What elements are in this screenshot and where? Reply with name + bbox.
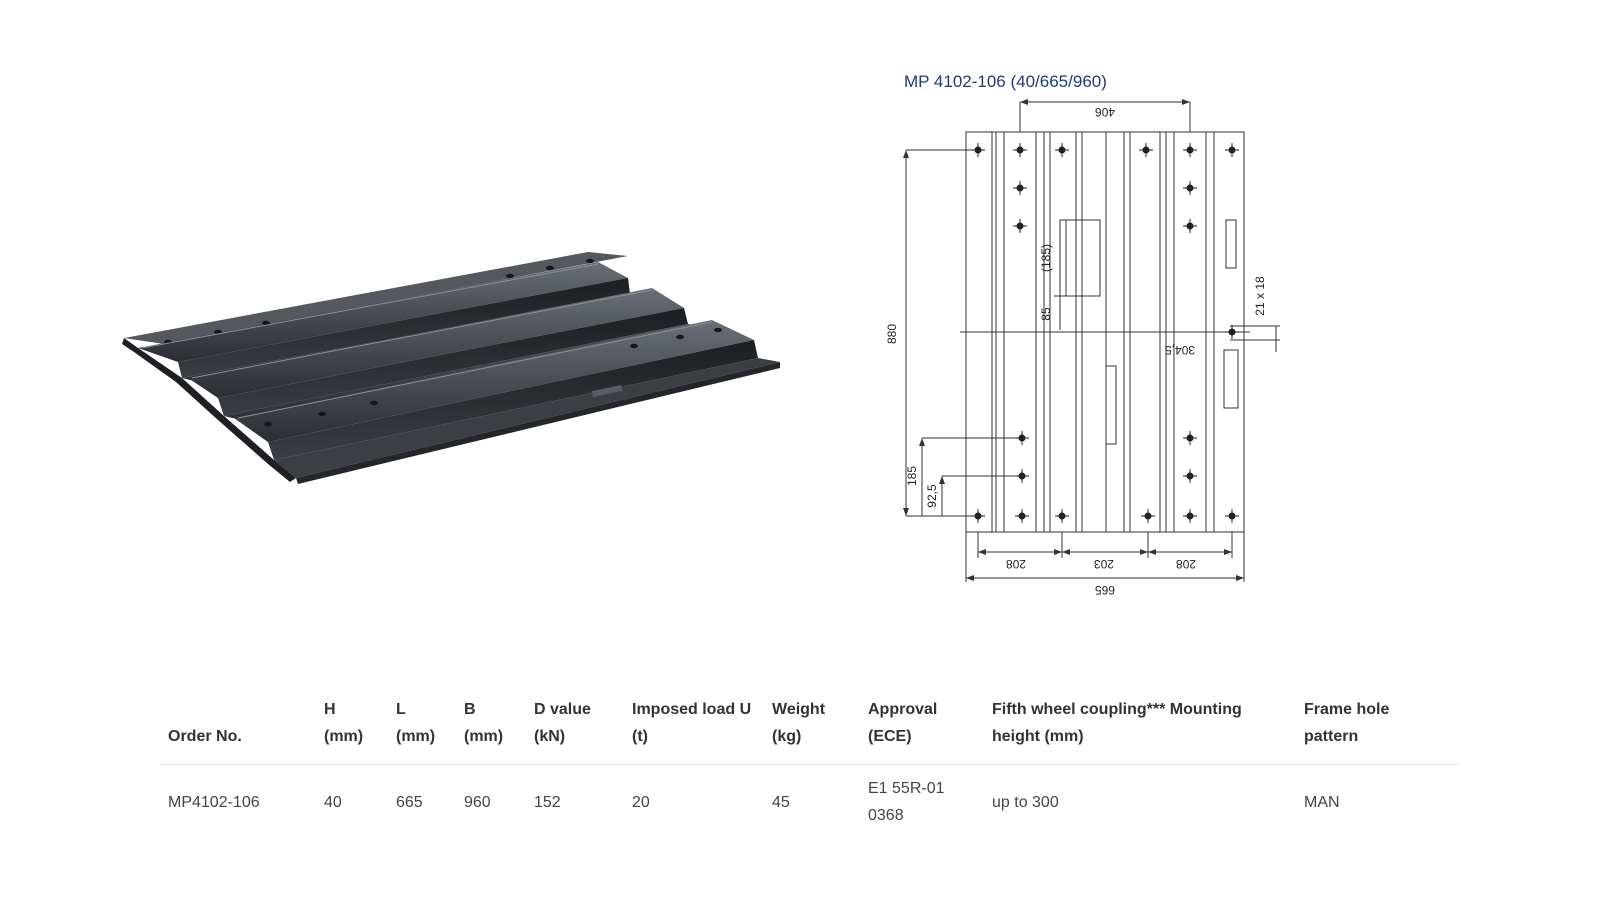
- bolt-hole: [1183, 219, 1197, 233]
- bolt-hole: [971, 143, 985, 157]
- bolt-hole: [971, 509, 985, 523]
- bolt-hole: [1183, 509, 1197, 523]
- dim-right-offset: 304,5: [1165, 343, 1195, 357]
- spec-table: Order No. H(mm) L(mm) B(mm) D value(kN) …: [160, 690, 1460, 839]
- dim-lower-spacing: 185: [905, 466, 919, 486]
- bolt-hole: [1141, 509, 1155, 523]
- table-row: MP4102-106 40 665 960 152 20 45 E1 55R-0…: [160, 765, 1460, 840]
- table-header-row: Order No. H(mm) L(mm) B(mm) D value(kN) …: [160, 690, 1460, 765]
- bolt-hole: [1183, 431, 1197, 445]
- bolt-hole: [1013, 143, 1027, 157]
- dim-bottom-left: 208: [1006, 557, 1026, 571]
- header-h: H(mm): [316, 690, 388, 765]
- header-l: L(mm): [388, 690, 456, 765]
- bolt-hole: [1055, 143, 1069, 157]
- header-imposed-load: Imposed load U(t): [624, 690, 764, 765]
- technical-drawing: 406 880 (185) 85 21 x 18 304,5 185 92,5 …: [885, 99, 1280, 597]
- dim-upper-slot: (185): [1039, 244, 1053, 272]
- bolt-hole: [1139, 143, 1153, 157]
- cell-l: 665: [396, 793, 423, 811]
- bolt-hole: [1183, 181, 1197, 195]
- cell-mounting-height: up to 300: [992, 793, 1059, 811]
- bolt-hole: [1225, 325, 1239, 339]
- cell-order-no: MP4102-106: [168, 793, 260, 811]
- header-d-value: D value(kN): [526, 690, 624, 765]
- header-approval: Approval(ECE): [860, 690, 984, 765]
- bolt-hole: [1013, 181, 1027, 195]
- header-order-no: Order No.: [160, 690, 316, 765]
- cell-b: 960: [464, 793, 491, 811]
- bolt-hole: [1183, 143, 1197, 157]
- bolt-hole: [1015, 431, 1029, 445]
- dim-lower-half: 92,5: [925, 484, 939, 508]
- dim-hole-size: 21 x 18: [1253, 276, 1267, 316]
- dim-width-total: 665: [1095, 583, 1115, 597]
- bolt-hole: [1015, 509, 1029, 523]
- drawing-title: MP 4102-106 (40/665/960): [904, 72, 1107, 91]
- dim-slot-offset: 85: [1039, 307, 1053, 321]
- dim-bottom-right: 208: [1176, 557, 1196, 571]
- product-photo: [122, 252, 780, 484]
- cell-imposed-load: 20: [632, 793, 650, 811]
- bolt-hole: [1225, 509, 1239, 523]
- bolt-hole: [1225, 143, 1239, 157]
- bolt-hole: [1013, 219, 1027, 233]
- dim-top-spacing: 406: [1095, 105, 1115, 119]
- cell-d-value: 152: [534, 793, 561, 811]
- header-b: B(mm): [456, 690, 526, 765]
- cell-weight: 45: [772, 793, 790, 811]
- dim-bottom-mid: 203: [1094, 557, 1114, 571]
- bolt-hole: [1055, 509, 1069, 523]
- header-weight: Weight(kg): [764, 690, 860, 765]
- bolt-hole: [1183, 469, 1197, 483]
- bolt-hole: [1015, 469, 1029, 483]
- dim-height-total: 880: [885, 324, 899, 344]
- cell-frame-hole-pattern: MAN: [1304, 793, 1340, 811]
- cell-h: 40: [324, 793, 342, 811]
